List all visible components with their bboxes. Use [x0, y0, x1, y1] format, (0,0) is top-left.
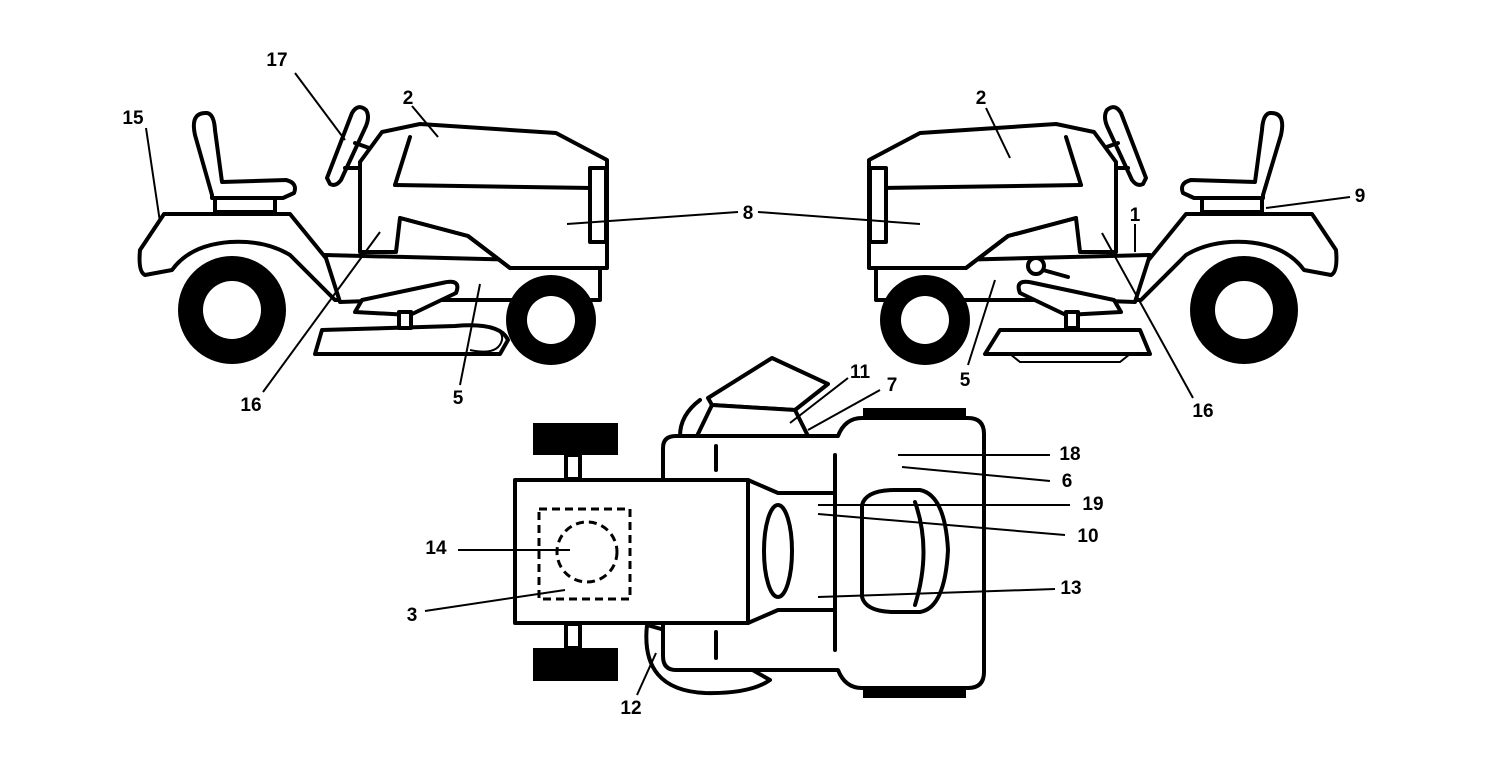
- callout-14: 14: [425, 538, 447, 559]
- front-wheel-left: [506, 275, 596, 365]
- left-side-view: [137, 105, 609, 365]
- callout-16-right: 16: [1192, 401, 1213, 422]
- callout-17: 17: [266, 50, 287, 71]
- hood-left: [358, 122, 609, 270]
- leader-lines: [145, 72, 1351, 696]
- callout-11: 11: [850, 362, 871, 383]
- front-tire-top-right: [533, 648, 618, 681]
- callout-9: 9: [1355, 186, 1366, 207]
- callout-labels: 15 17 2 16 5 8 2 1 9 5 16 11 7 18 6 19 1…: [122, 50, 1365, 719]
- callout-5-right: 5: [960, 370, 971, 391]
- callout-10: 10: [1077, 526, 1098, 547]
- rear-wheel-right: [1190, 256, 1298, 364]
- callout-12: 12: [620, 698, 641, 719]
- callout-13: 13: [1060, 578, 1081, 599]
- right-side-view: [867, 105, 1339, 365]
- callout-18: 18: [1059, 444, 1080, 465]
- discharge-chute: [706, 356, 830, 412]
- callout-5-left: 5: [453, 388, 464, 409]
- rear-fender-right: [1114, 212, 1339, 302]
- rear-fender-left: [137, 212, 362, 302]
- callout-19: 19: [1082, 494, 1103, 515]
- callout-2-right: 2: [976, 88, 987, 109]
- callout-3: 3: [407, 605, 418, 626]
- hood-right: [867, 122, 1118, 270]
- steering-wheel-top: [762, 503, 794, 599]
- front-wheel-right: [880, 275, 970, 365]
- callout-7: 7: [887, 375, 898, 396]
- top-view: [513, 356, 986, 698]
- seat-left: [191, 110, 297, 214]
- callout-6: 6: [1062, 471, 1073, 492]
- callout-16-left: 16: [240, 395, 261, 416]
- callout-2-left: 2: [403, 88, 414, 109]
- callout-8: 8: [743, 203, 754, 224]
- callout-1: 1: [1130, 205, 1141, 226]
- seat-right: [1180, 110, 1285, 214]
- front-tire-top-left: [533, 423, 618, 455]
- rear-wheel-left: [178, 256, 286, 364]
- engine-outline-top: [537, 507, 632, 601]
- callout-15: 15: [122, 108, 144, 129]
- steering-wheel-left: [325, 105, 377, 187]
- mower-deck-right: [983, 328, 1152, 356]
